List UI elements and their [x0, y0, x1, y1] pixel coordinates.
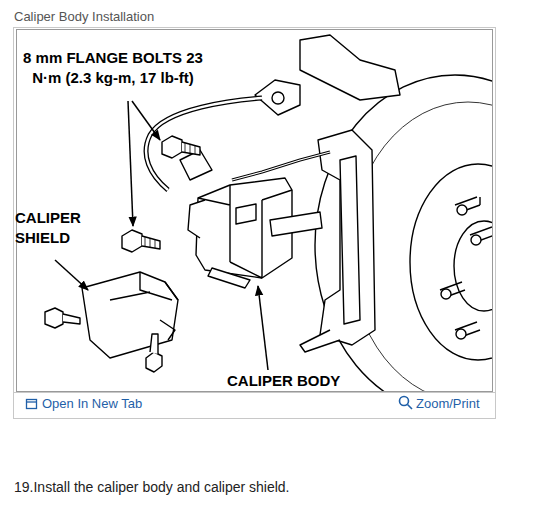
brake-rotor — [315, 75, 492, 391]
figure-title: Caliper Body Installation — [14, 9, 154, 25]
wheel-studs — [440, 197, 492, 339]
part-label: CALIPER BODY — [227, 372, 367, 390]
slide-pin — [270, 212, 322, 236]
step-text: 19.Install the caliper body and caliper … — [14, 479, 514, 496]
hub — [410, 164, 492, 360]
shield-bolt — [146, 334, 162, 372]
flange-bolt — [122, 230, 160, 252]
knuckle — [300, 35, 400, 100]
caliper-bracket — [318, 130, 375, 345]
bolt-spec-label: 8 mm FLANGE BOLTS 23 N·m (2.3 kg-m, 17 l… — [18, 48, 208, 87]
shield-bolt — [45, 308, 80, 328]
brake-pad — [340, 156, 360, 324]
link-text: Open In New Tab — [42, 396, 172, 412]
flange-bolt — [162, 136, 200, 158]
part-label: CALIPER SHIELD — [15, 208, 105, 247]
open-tab-icon — [27, 400, 37, 409]
link-text: Zoom/Print — [416, 396, 494, 412]
zoom-icon — [400, 397, 413, 410]
leader-lines — [55, 101, 268, 370]
caliper-shield — [82, 272, 178, 358]
